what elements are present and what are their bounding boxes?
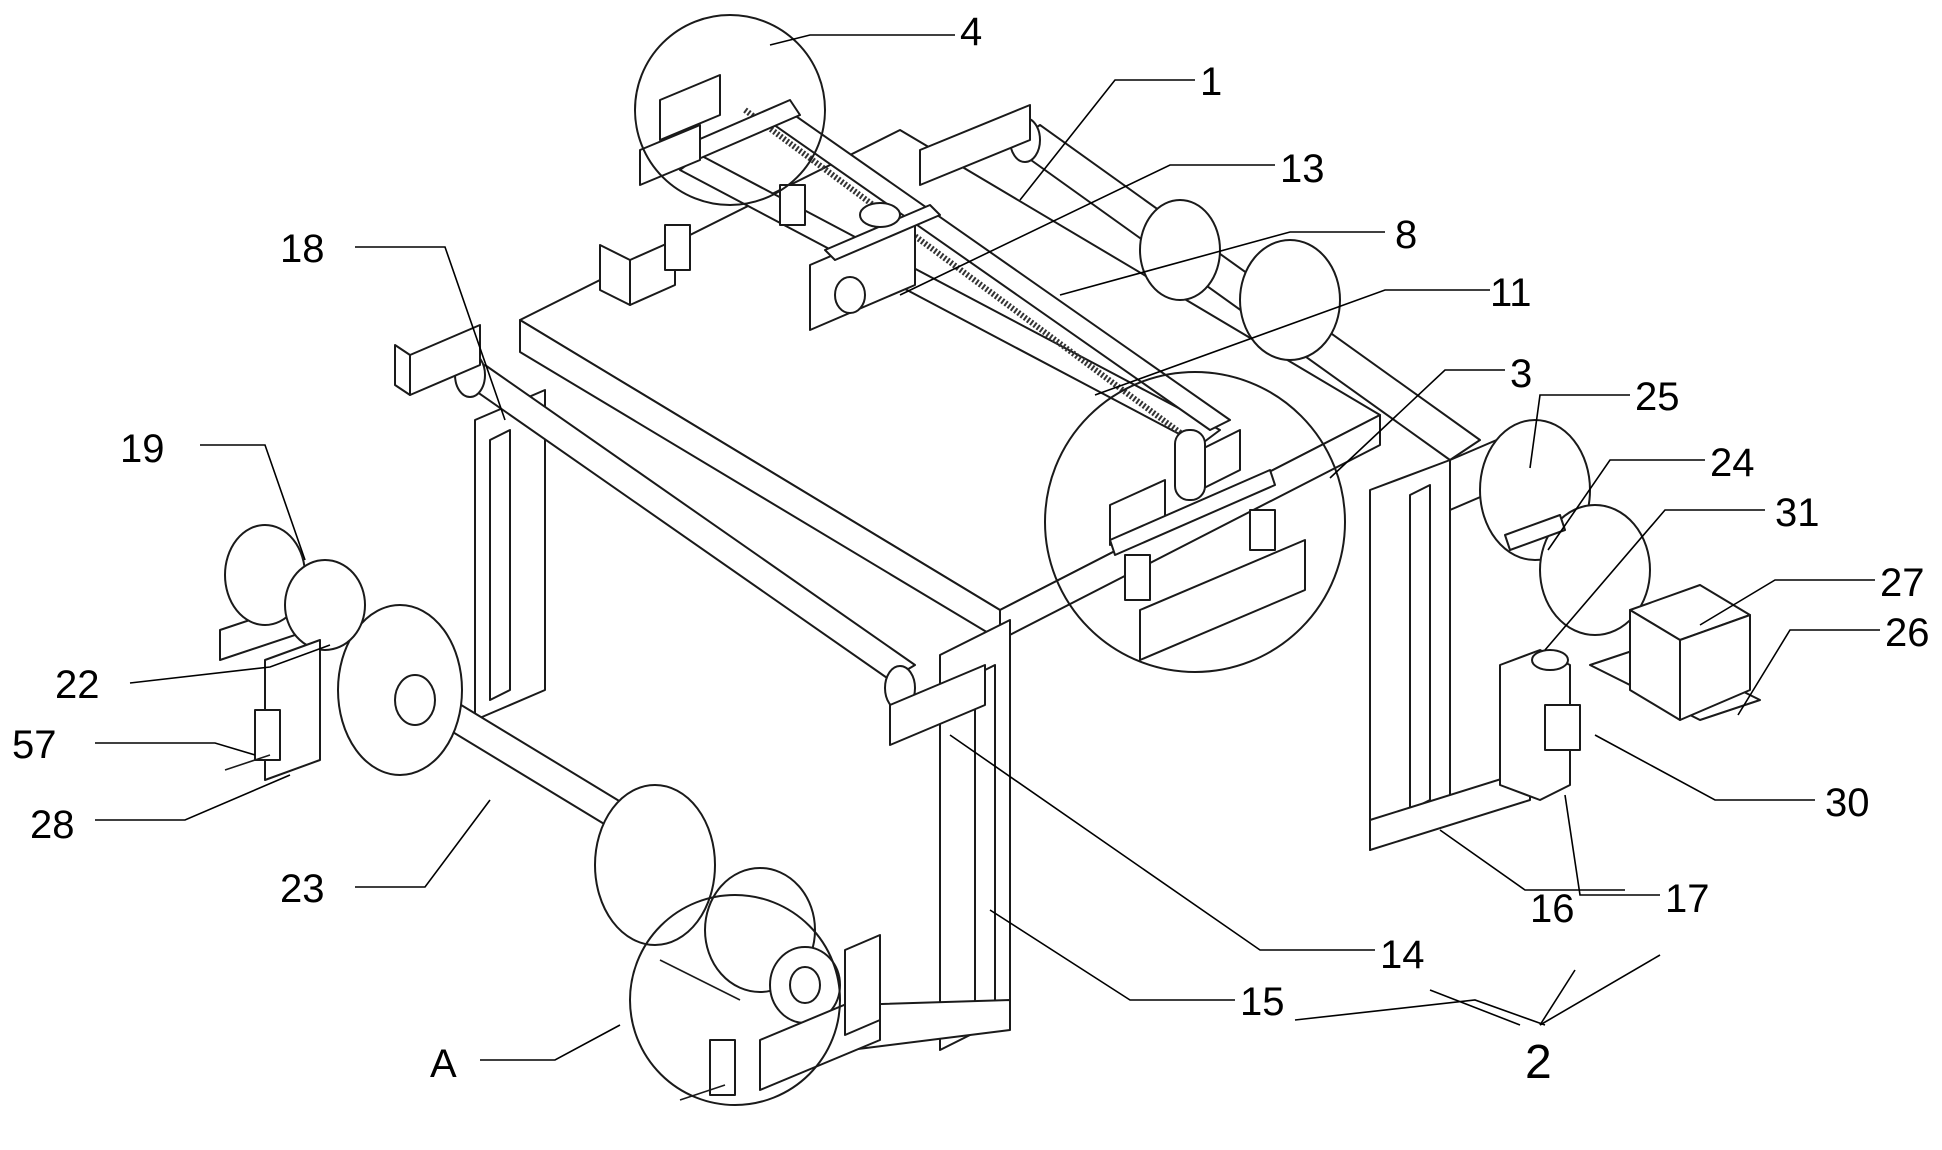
label-24: 24: [1710, 441, 1755, 485]
label-13: 13: [1280, 147, 1325, 191]
guide-rail-assembly: [639, 74, 1231, 446]
label-25: 25: [1635, 375, 1680, 419]
label-31: 31: [1775, 491, 1820, 535]
right-motor-assembly: [1479, 419, 1761, 801]
label-28: 28: [30, 803, 75, 847]
left-drive-unit-19: [219, 524, 366, 781]
label-22: 22: [55, 663, 100, 707]
label-8: 8: [1395, 213, 1417, 257]
label-27: 27: [1880, 561, 1925, 605]
rear-support-leg: [474, 389, 546, 721]
label-11: 11: [1490, 271, 1532, 315]
label-1: 1: [1200, 60, 1222, 104]
label-18: 18: [280, 227, 325, 271]
detail-circle-4: [634, 14, 826, 206]
label-30: 30: [1825, 781, 1870, 825]
leader-lines: [95, 34, 1880, 1061]
rail-end-blocks: [1109, 429, 1306, 661]
label-3: 3: [1510, 352, 1532, 396]
label-2: 2: [1525, 1036, 1552, 1089]
label-15: 15: [1240, 980, 1285, 1024]
label-17: 17: [1665, 877, 1710, 921]
label-A: A: [430, 1042, 457, 1086]
rear-left-block: [599, 239, 676, 306]
label-26: 26: [1885, 611, 1930, 655]
label-23: 23: [280, 867, 325, 911]
shaft-23: [337, 604, 716, 946]
labels: 4 1 13 8 11 3 25 24 31 27 26 30 16 17 14…: [12, 10, 1930, 1089]
roller-18: [394, 324, 986, 746]
roller-1: [919, 104, 1481, 461]
label-57: 57: [12, 723, 57, 767]
front-drive-unit: [659, 867, 881, 1101]
label-16: 16: [1530, 887, 1575, 931]
detail-circle-3: [1044, 371, 1346, 673]
label-4: 4: [960, 10, 982, 54]
label-14: 14: [1380, 933, 1425, 977]
detail-circle-A: [629, 894, 841, 1106]
front-support-leg: [849, 619, 1011, 1051]
label-19: 19: [120, 427, 165, 471]
